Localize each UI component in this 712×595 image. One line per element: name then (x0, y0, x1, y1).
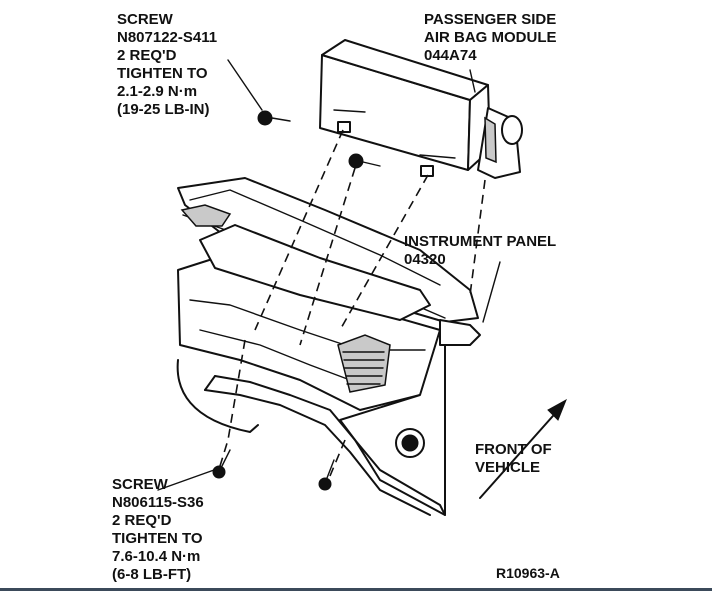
lower-screws-drawing (212, 449, 335, 491)
panel-line-1: INSTRUMENT PANEL (404, 233, 556, 250)
upper-screw-line-6: (19-25 LB-IN) (117, 101, 210, 118)
lower-screw-line-4: TIGHTEN TO (112, 530, 203, 547)
airbag-line-3: 044A74 (424, 47, 477, 64)
front-arrow (479, 398, 567, 499)
upper-screw-line-2: N807122-S411 (117, 29, 217, 46)
leader-lines (157, 59, 501, 491)
panel-line-2: 04320 (404, 251, 446, 268)
upper-screw-line-3: 2 REQ'D (117, 47, 177, 64)
lower-screw-line-3: 2 REQ'D (112, 512, 172, 529)
figure-id: R10963-A (496, 565, 560, 581)
lower-screw-line-6: (6-8 LB-FT) (112, 566, 191, 583)
alignment-lines (219, 129, 486, 477)
airbag-callout: PASSENGER SIDE AIR BAG MODULE 044A74 (424, 11, 557, 64)
lower-screw-line-1: SCREW (112, 476, 169, 493)
upper-screw-line-1: SCREW (117, 11, 174, 28)
upper-screw-line-5: 2.1-2.9 N·m (117, 83, 197, 100)
front-of-vehicle-callout: FRONT OF VEHICLE (475, 441, 552, 476)
front-line-1: FRONT OF (475, 441, 552, 458)
front-line-2: VEHICLE (475, 459, 540, 476)
airbag-line-1: PASSENGER SIDE (424, 11, 556, 28)
upper-screw-line-4: TIGHTEN TO (117, 65, 208, 82)
upper-screw-callout: SCREW N807122-S411 2 REQ'D TIGHTEN TO 2.… (117, 11, 217, 118)
lower-screw-line-5: 7.6-10.4 N·m (112, 548, 200, 565)
airbag-module-drawing (319, 39, 523, 179)
airbag-line-2: AIR BAG MODULE (424, 29, 557, 46)
lower-screw-line-2: N806115-S36 (112, 494, 204, 511)
instrument-panel-callout: INSTRUMENT PANEL 04320 (404, 233, 556, 268)
bottom-divider (0, 588, 712, 591)
upper-screws-drawing (257, 110, 381, 169)
lower-screw-callout: SCREW N806115-S36 2 REQ'D TIGHTEN TO 7.6… (112, 476, 204, 583)
instrument-panel-drawing (176, 177, 481, 516)
